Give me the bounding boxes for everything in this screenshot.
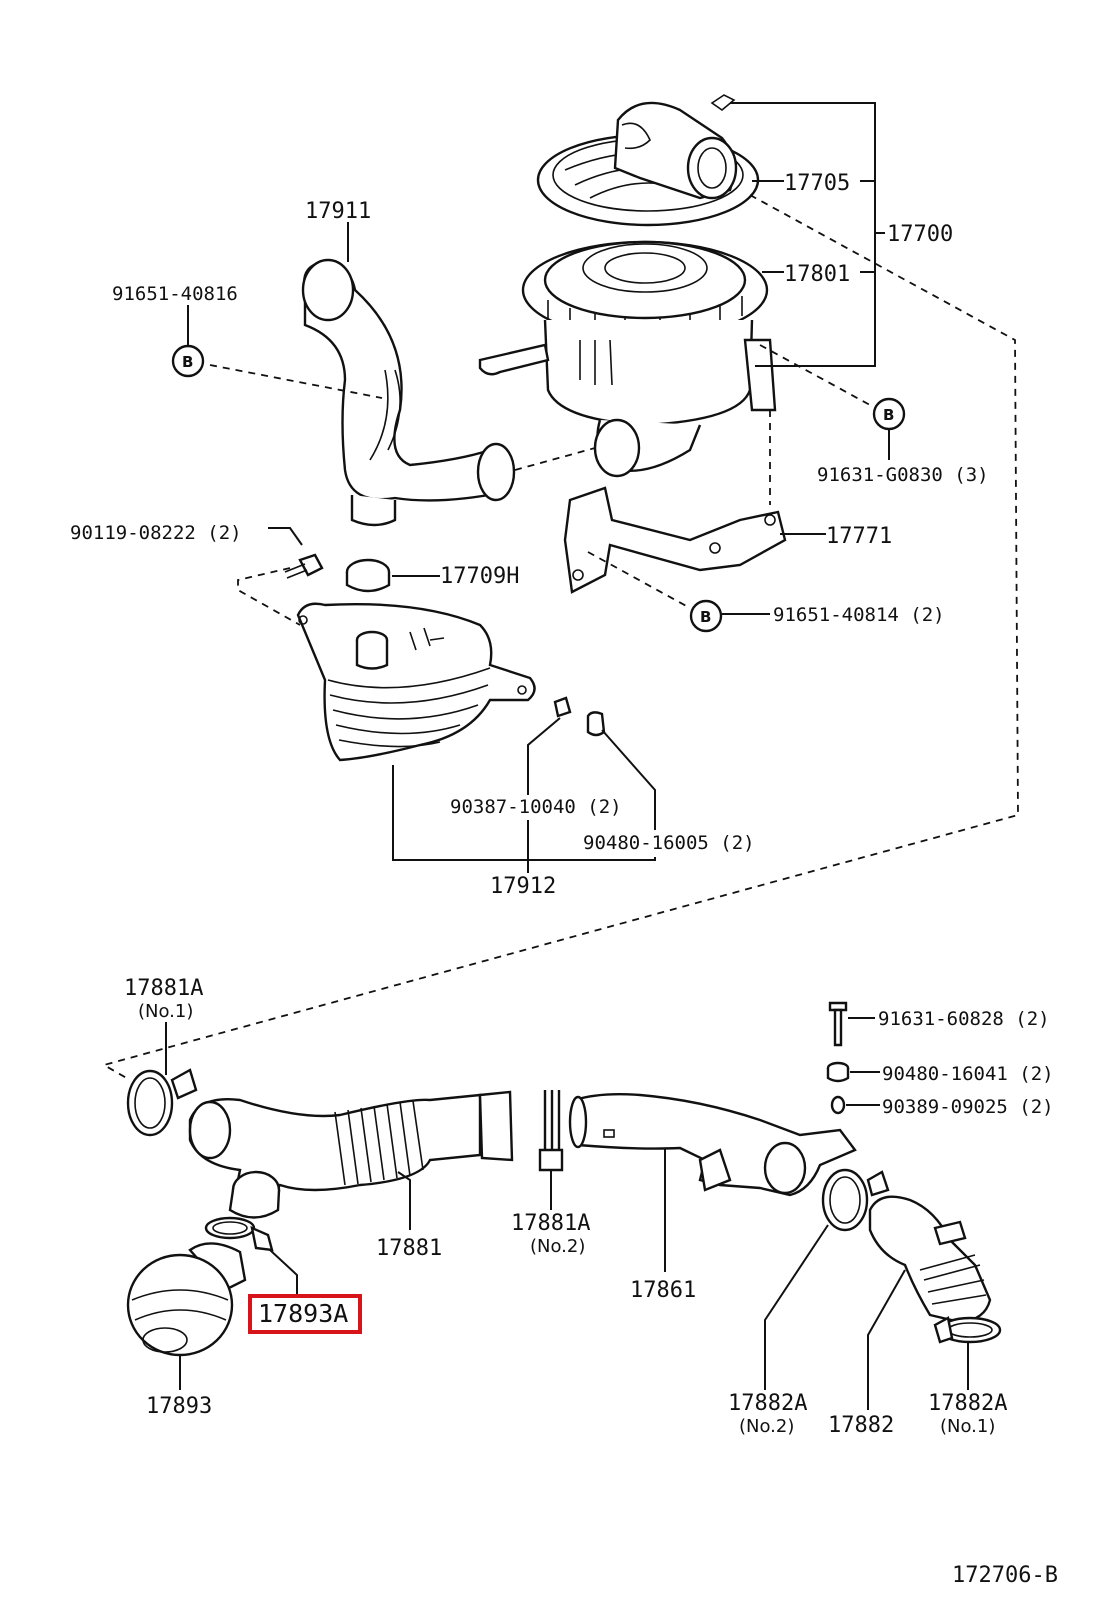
intake-hose-17911 (301, 258, 516, 527)
air-hose-17881 (188, 1090, 514, 1219)
label-17881A-no1: 17881A (124, 976, 203, 1001)
cushion-90480-16041 (826, 1061, 850, 1083)
svg-text:B: B (883, 406, 894, 424)
hose-clamp-17882A-no2 (821, 1168, 890, 1232)
label-91651-40814: 91651-40814 (2) (773, 604, 945, 626)
label-90387-10040: 90387-10040 (2) (450, 796, 622, 818)
label-17881A-no1-note: (No.1) (138, 1001, 193, 1022)
intake-tube-17861 (568, 1093, 857, 1197)
label-90480-16041: 90480-16041 (2) (882, 1063, 1054, 1085)
air-cleaner-case (478, 319, 777, 478)
label-17882: 17882 (828, 1413, 894, 1438)
label-17893A: 17893A (258, 1299, 348, 1328)
svg-text:B: B (182, 353, 193, 371)
label-90480-16005: 90480-16005 (2) (583, 832, 755, 854)
label-91651-40816: 91651-40816 (112, 283, 238, 305)
label-17911: 17911 (305, 199, 371, 224)
label-17881A-no2: 17881A (511, 1211, 590, 1236)
bolt-reference-marker-b3: B (689, 599, 723, 633)
grommet-90387-10040 (553, 696, 572, 718)
air-hose-17882 (868, 1195, 992, 1324)
label-17700: 17700 (887, 222, 953, 247)
label-17882A-no2: 17882A (728, 1391, 807, 1416)
label-17882A-no1: 17882A (928, 1391, 1007, 1416)
label-17912: 17912 (490, 874, 556, 899)
label-17709H: 17709H (440, 564, 519, 589)
highlighted-part-17893A[interactable]: 17893A (248, 1294, 362, 1334)
label-91631-60828: 91631-60828 (2) (878, 1008, 1050, 1030)
bolt-reference-marker-b2: B (872, 397, 906, 431)
highlight-box (248, 1294, 362, 1334)
bolt-reference-marker-b1: B (171, 344, 205, 378)
air-cleaner-17893 (126, 1242, 247, 1357)
bracket-17771 (563, 486, 787, 594)
resonator-17912 (296, 602, 536, 762)
air-cleaner-cap-17705 (536, 94, 760, 227)
air-filter-element-17801 (521, 240, 769, 340)
hose-clamp-17882A-no1 (933, 1316, 1002, 1344)
bolt-91631-60828 (828, 1001, 848, 1047)
label-17882A-no2-note: (No.2) (739, 1416, 794, 1437)
label-17882A-no1-note: (No.1) (940, 1416, 995, 1437)
diagram-reference-code: 172706-B (952, 1563, 1058, 1588)
label-90389-09025: 90389-09025 (2) (882, 1096, 1054, 1118)
label-91631-G0830: 91631-G0830 (3) (817, 464, 989, 486)
label-17771: 17771 (826, 524, 892, 549)
hose-clamp-17881A-no1 (126, 1068, 198, 1137)
label-17893: 17893 (146, 1394, 212, 1419)
cushion-90480-16005 (586, 711, 606, 737)
cap-17709H (345, 558, 391, 593)
svg-text:B: B (700, 608, 711, 626)
label-17881: 17881 (376, 1236, 442, 1261)
label-17881A-no2-note: (No.2) (530, 1236, 585, 1257)
label-17801: 17801 (784, 262, 850, 287)
dashed-connection-lines-upper (101, 194, 1019, 1081)
clamp-17893A (204, 1216, 274, 1252)
hose-clamp-17881A-no2 (538, 1090, 564, 1172)
bolt-90119-08222 (284, 553, 324, 579)
leader-lines-lower (165, 1017, 969, 1410)
label-17861: 17861 (630, 1278, 696, 1303)
label-17705: 17705 (784, 171, 850, 196)
leader-lines-upper (187, 102, 890, 873)
label-90119-08222: 90119-08222 (2) (70, 522, 242, 544)
grommet-90389-09025 (830, 1095, 846, 1115)
